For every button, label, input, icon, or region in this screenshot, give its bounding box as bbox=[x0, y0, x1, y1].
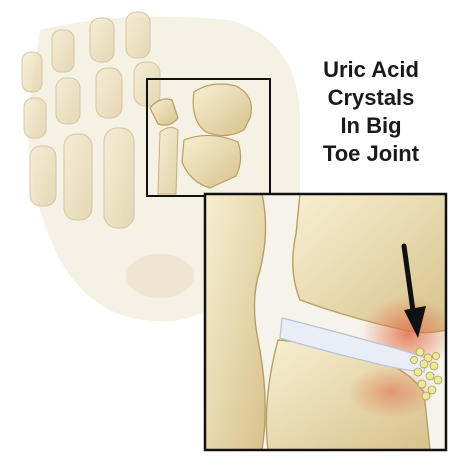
caption-line-3: In Big bbox=[296, 112, 446, 140]
caption: Uric Acid Crystals In Big Toe Joint bbox=[296, 56, 446, 168]
sesamoid-ghost bbox=[126, 254, 194, 298]
caption-line-2: Crystals bbox=[296, 84, 446, 112]
caption-line-1: Uric Acid bbox=[296, 56, 446, 84]
caption-line-4: Toe Joint bbox=[296, 140, 446, 168]
